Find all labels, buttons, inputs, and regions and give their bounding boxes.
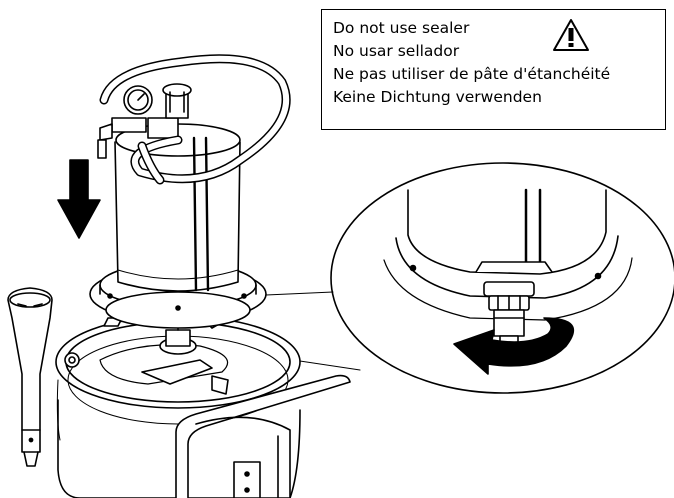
note-line-french: Ne pas utiliser de pâte d'étanchéité bbox=[333, 65, 611, 83]
filler-wand bbox=[7, 287, 53, 467]
cart-handle bbox=[175, 374, 351, 498]
hose bbox=[99, 54, 291, 185]
warning-note-box: Do not use sealer No usar sellador Ne pa… bbox=[321, 9, 666, 130]
note-line-german: Keine Dichtung verwenden bbox=[333, 88, 542, 106]
down-arrow-icon bbox=[57, 159, 101, 239]
tank-cylinder bbox=[97, 83, 241, 292]
warning-triangle-icon bbox=[553, 19, 589, 51]
note-line-english: Do not use sealer bbox=[333, 19, 470, 37]
fitting-detail-circle bbox=[239, 162, 674, 394]
rotate-arrow-icon bbox=[453, 317, 575, 375]
note-line-spanish: No usar sellador bbox=[333, 42, 460, 60]
